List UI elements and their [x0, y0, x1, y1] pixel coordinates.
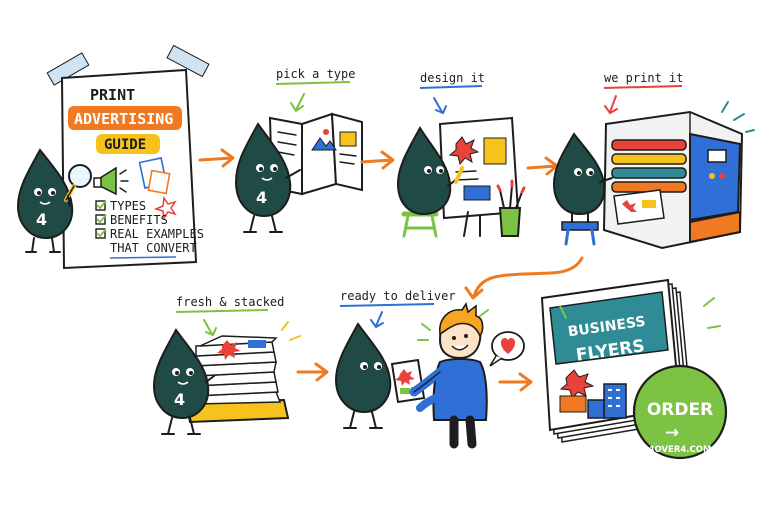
step-design-it: design it — [396, 71, 526, 238]
mascot-number: 4 — [36, 210, 47, 229]
step-ready-to-deliver: ready to deliver — [334, 289, 525, 449]
step-5-caption: ready to deliver — [340, 289, 456, 303]
guide-title-line2: ADVERTISING — [74, 110, 173, 128]
customer — [409, 302, 489, 449]
step-we-print-it: we print it — [552, 71, 755, 250]
checklist-item-4: THAT CONVERT — [110, 241, 197, 255]
arrow-icon — [198, 148, 235, 168]
pencil-icon — [454, 166, 464, 184]
guide-title-line3: GUIDE — [104, 137, 146, 153]
checklist-item-3: REAL EXAMPLES — [110, 227, 204, 241]
step-3-caption: we print it — [604, 71, 683, 85]
tape-top-right — [166, 44, 210, 78]
tape-top-left — [46, 52, 90, 86]
heart-icon — [489, 331, 525, 367]
checkbox-icon — [95, 214, 106, 225]
design-board — [438, 116, 520, 220]
step-2-caption: design it — [420, 71, 485, 85]
mascot-step-2 — [396, 126, 452, 216]
guide-title-line1: PRINT — [90, 86, 135, 104]
image-icon — [311, 137, 337, 151]
step-4-caption: fresh & stacked — [176, 295, 284, 309]
order-badge-label: ORDER — [647, 400, 713, 420]
order-badge[interactable]: ORDER → 4OVER4.COM — [632, 364, 728, 460]
order-badge-arrow: → — [665, 423, 679, 443]
checklist-item-2: BENEFITS — [110, 213, 168, 227]
burst-icon — [559, 369, 595, 399]
guide-poster: PRINT ADVERTISING GUIDE TYPES BENEFITS R… — [16, 44, 210, 270]
mascot-step-4 — [152, 328, 210, 420]
arrow-icon — [526, 156, 559, 176]
checkbox-icon — [95, 200, 106, 211]
title-highlight-yellow — [96, 134, 160, 154]
megaphone-icon — [93, 166, 129, 196]
order-badge-url[interactable]: 4OVER4.COM — [649, 445, 712, 455]
mini-flyer-orange — [147, 169, 171, 195]
title-highlight-orange — [68, 106, 182, 130]
pencil-cup — [498, 207, 522, 237]
arrow-icon — [464, 256, 584, 300]
arrow-icon — [296, 362, 329, 382]
trifold-right-panel — [330, 112, 363, 192]
step-stool — [561, 221, 599, 231]
trifold-mid-panel — [301, 112, 338, 196]
burst-icon — [153, 195, 177, 221]
checklist-item-1: TYPES — [110, 199, 146, 213]
step-fresh-and-stacked: fresh & stacked 4 — [152, 295, 301, 435]
mascot-number: 4 — [256, 188, 267, 207]
arrow-icon — [360, 150, 395, 170]
mascot-guide: 4 — [16, 148, 92, 253]
burst-icon — [448, 136, 480, 166]
step-1-caption: pick a type — [276, 67, 355, 81]
mascot-number: 4 — [174, 390, 185, 409]
building-icon — [587, 383, 627, 419]
arrow-icon — [498, 372, 533, 392]
printed-sheet — [613, 189, 665, 225]
business-flyers-stack: BUSINESS FLYERS — [540, 278, 721, 443]
guide-checklist: TYPES BENEFITS REAL EXAMPLES THAT CONVER… — [95, 199, 204, 259]
step-pick-a-type: pick a type 4 — [234, 67, 363, 233]
checkbox-icon — [95, 228, 106, 239]
